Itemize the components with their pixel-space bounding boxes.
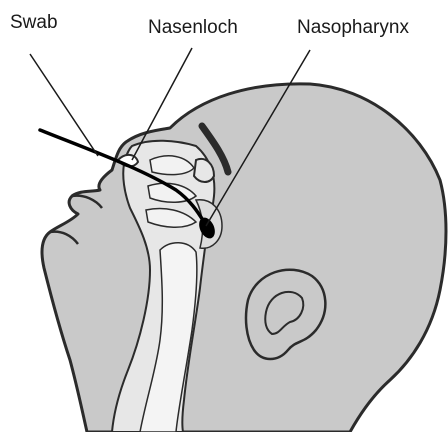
label-nasopharynx: Nasopharynx xyxy=(297,18,409,37)
head-silhouette xyxy=(42,84,446,432)
label-nostril: Nasenloch xyxy=(148,18,238,37)
label-swab: Swab xyxy=(10,13,58,32)
